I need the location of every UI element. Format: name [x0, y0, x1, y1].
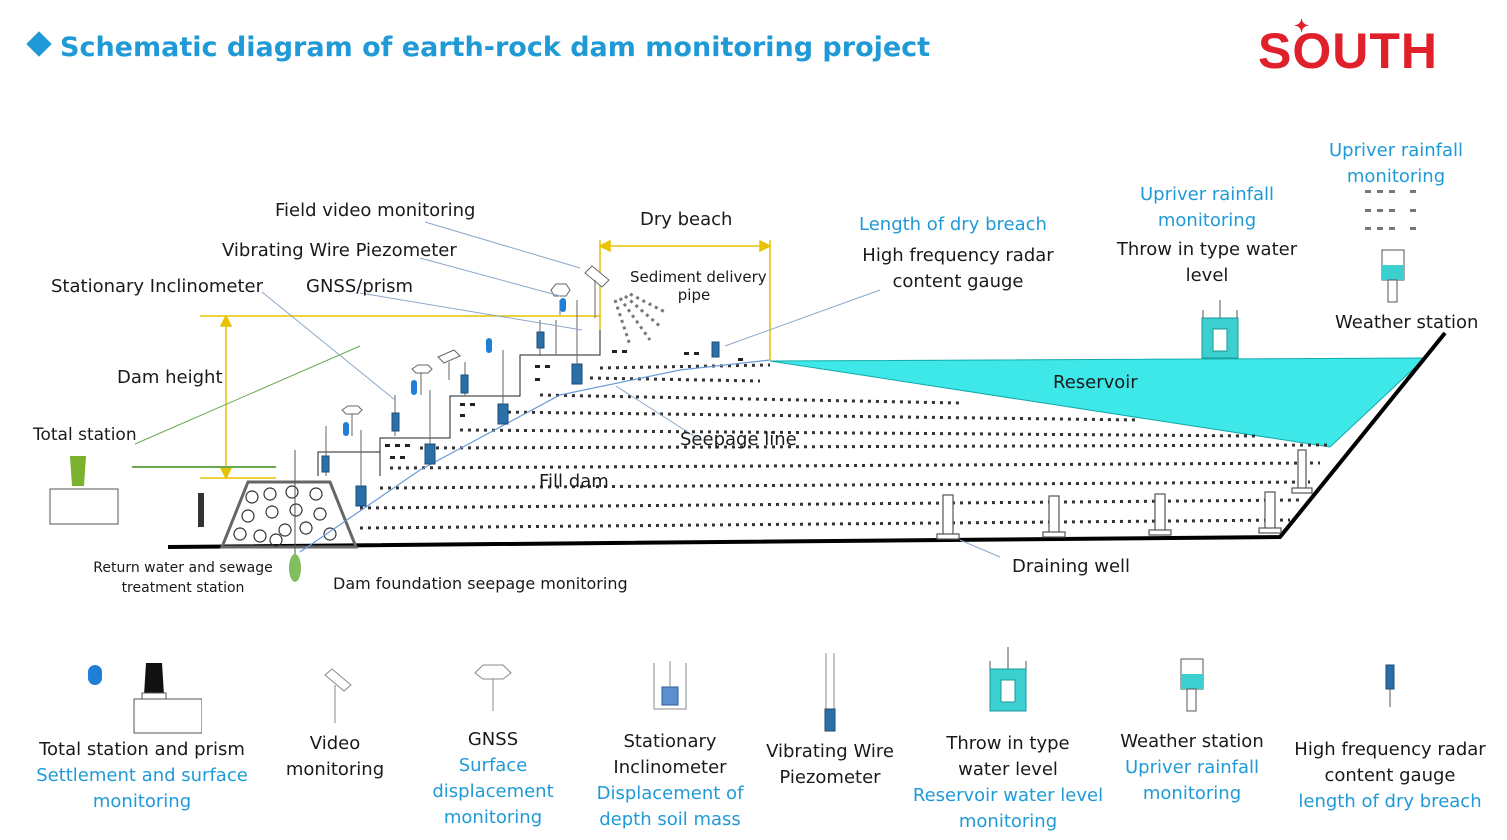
radar-gauge-icon: [1385, 664, 1395, 707]
dry-beach-dimension: [598, 239, 772, 360]
label-foundation-seepage: Dam foundation seepage monitoring: [333, 574, 628, 593]
logo-star-icon: ✦: [1294, 16, 1311, 36]
weather-station: [1381, 249, 1405, 303]
legend-radar-gauge: High frequency radar content gauge lengt…: [1290, 645, 1490, 815]
page-title: Schematic diagram of earth-rock dam moni…: [26, 31, 930, 63]
fill-layers: [359, 363, 1331, 530]
label-upriver-rainfall-1: Upriver rainfall monitoring: [1139, 184, 1275, 231]
total-station-head: [70, 456, 86, 486]
label-length-dry-breach: Length of dry breach: [859, 214, 1047, 235]
seepage-line: [299, 359, 771, 553]
label-weather-station: Weather station: [1335, 312, 1479, 333]
label-dam-height: Dam height: [117, 367, 223, 388]
ground-line: [167, 331, 1447, 549]
seepage-probe: [289, 554, 301, 582]
total-station-prism-icon: [88, 663, 202, 734]
total-station-ray: [134, 345, 361, 445]
dam-diagram: [49, 190, 1447, 582]
water-level-icon: [989, 647, 1027, 712]
rain-dashes: [1365, 190, 1416, 230]
label-fill-dam: Fill dam: [539, 471, 609, 492]
label-dry-beach: Dry beach: [640, 209, 733, 230]
label-field-video: Field video monitoring: [275, 200, 476, 221]
foundation-stones: [233, 485, 337, 547]
step-instruments: [321, 265, 720, 507]
piezometer-icon: [824, 653, 836, 732]
video-camera-on-dam: [584, 265, 610, 288]
dam-profile: [317, 318, 601, 476]
label-gnss-prism: GNSS/prism: [306, 276, 414, 297]
brand-logo: SOUTH ✦: [1258, 16, 1438, 79]
label-radar-gauge: High frequency radar content gauge: [862, 245, 1054, 292]
legend-water-level: Throw in type water level Reservoir wate…: [910, 645, 1106, 835]
legend-inclinometer: Stationary Inclinometer Displacement of …: [590, 645, 750, 833]
legend-total-station: Total station and prism Settlement and s…: [34, 645, 250, 815]
water-level-gauge: [1201, 300, 1239, 359]
sediment-spray: [613, 292, 666, 346]
label-throw-level: Throw in type water level: [1116, 239, 1298, 286]
leader-lines: [261, 221, 1001, 558]
legend-weather-station: Weather station Upriver rainfall monitor…: [1112, 645, 1272, 807]
weather-station-icon: [1180, 658, 1204, 712]
return-water-station: [198, 493, 204, 527]
label-draining-well: Draining well: [1012, 556, 1131, 577]
layer-dashes: [385, 350, 743, 459]
label-vw-piezometer: Vibrating Wire Piezometer: [222, 240, 457, 261]
label-seepage-line: Seepage line: [680, 429, 797, 450]
video-camera-icon: [324, 668, 352, 723]
total-station-base: [49, 488, 119, 525]
draining-wells: [936, 449, 1313, 540]
reservoir-water: [769, 357, 1427, 448]
gnss-antenna-icon: [474, 664, 512, 711]
inclinometer-icon: [653, 661, 687, 710]
label-total-station: Total station: [33, 425, 137, 445]
label-stationary-inclinometer: Stationary Inclinometer: [51, 276, 263, 297]
label-reservoir: Reservoir: [1053, 372, 1138, 393]
legend-gnss: GNSS Surface displacement monitoring: [420, 645, 566, 831]
foundation-block: [219, 480, 359, 549]
label-sediment-pipe: Sediment delivery pipe: [630, 268, 767, 304]
legend-video: Video monitoring: [270, 645, 400, 783]
legend-piezometer: Vibrating Wire Piezometer: [755, 645, 905, 791]
label-upriver-rainfall-2: Upriver rainfall monitoring: [1328, 140, 1464, 187]
label-return-water: Return water and sewage treatment statio…: [93, 560, 273, 596]
